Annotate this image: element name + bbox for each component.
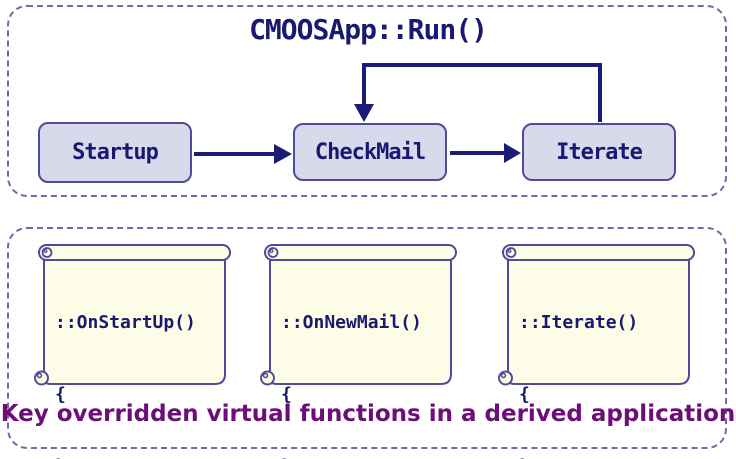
scroll-iterate-code: ::Iterate() { } xyxy=(519,263,638,459)
scroll-shape-icon xyxy=(498,244,695,386)
code-brace-open: { xyxy=(519,384,530,405)
flow-node-checkmail-label: CheckMail xyxy=(314,139,426,165)
scroll-iterate: ::Iterate() { } xyxy=(497,242,701,459)
arrow-iterate-loop-to-checkmail xyxy=(354,63,602,122)
code-brace-close: } xyxy=(281,455,422,459)
scroll-shape-icon xyxy=(34,244,231,386)
code-signature: ::OnNewMail() xyxy=(281,312,422,333)
code-brace-open: { xyxy=(281,384,292,405)
flow-node-startup-label: Startup xyxy=(72,140,159,165)
scroll-onnewmail: ::OnNewMail() { } xyxy=(259,242,463,459)
code-brace-close: } xyxy=(519,455,638,459)
flow-node-startup: Startup xyxy=(38,122,192,183)
scroll-onnewmail-code: ::OnNewMail() { } xyxy=(281,263,422,459)
virtual-functions-panel xyxy=(7,227,727,449)
panel-caption: Key overridden virtual functions in a de… xyxy=(0,401,736,427)
flow-node-iterate: Iterate xyxy=(522,123,676,181)
arrow-checkmail-to-iterate xyxy=(450,143,521,163)
flow-node-iterate-label: Iterate xyxy=(556,139,643,165)
code-signature: ::Iterate() xyxy=(519,312,639,333)
code-signature: ::OnStartUp() xyxy=(55,312,196,333)
arrow-startup-to-checkmail xyxy=(194,144,292,164)
scroll-onstartup-code: ::OnStartUp() { } xyxy=(55,263,196,459)
scroll-onstartup: ::OnStartUp() { } xyxy=(33,242,237,459)
code-brace-close: } xyxy=(55,455,196,459)
panel-title: CMOOSApp::Run() xyxy=(249,13,488,46)
code-brace-open: { xyxy=(55,384,66,405)
flow-node-checkmail: CheckMail xyxy=(293,123,447,181)
scroll-shape-icon xyxy=(260,244,457,386)
run-loop-panel xyxy=(7,5,727,197)
